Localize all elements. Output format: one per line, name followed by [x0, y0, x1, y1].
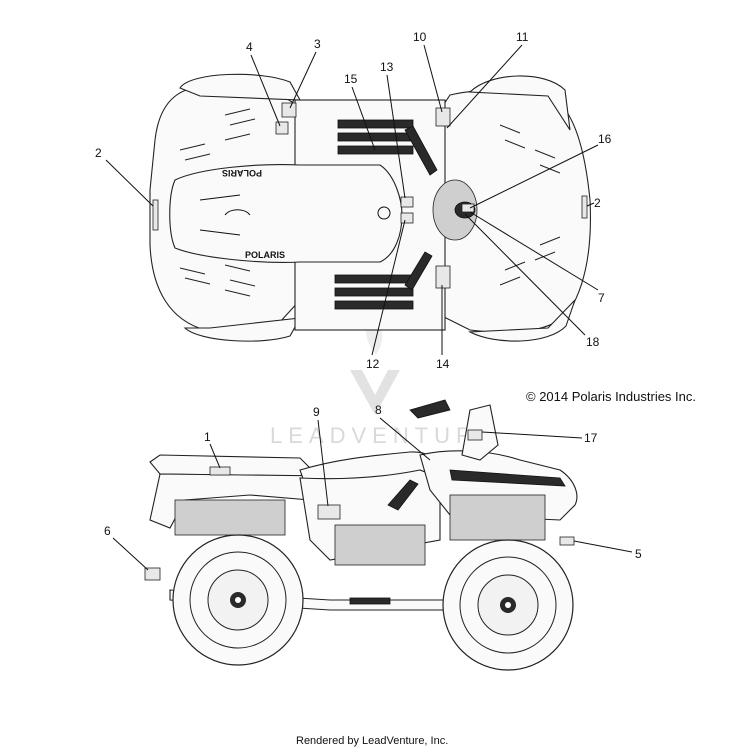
decal-9 — [317, 504, 341, 520]
seat-latch — [377, 206, 391, 220]
front-suspension — [449, 494, 546, 541]
top-leader-lines — [105, 44, 599, 356]
top-callouts: 2 2 3 4 10 11 15 13 16 7 18 12 14 — [95, 30, 612, 371]
callout-2-right: 2 — [594, 196, 601, 210]
callout-11: 11 — [516, 30, 529, 44]
front-rack — [449, 469, 566, 487]
rear-frame — [174, 499, 286, 536]
side-leader-lines — [112, 417, 633, 571]
leadventure-watermark: LEADVENTURE — [270, 310, 499, 448]
brand-text-bottom: POLARIS — [245, 250, 285, 260]
front-wheel — [442, 539, 574, 671]
callout-1: 1 — [204, 430, 211, 444]
rear-tire-bottom-left — [183, 317, 301, 342]
decal-4 — [275, 121, 289, 135]
decal-17 — [467, 429, 483, 441]
callout-6: 6 — [104, 524, 111, 538]
seat-outline — [199, 194, 251, 236]
callout-5: 5 — [635, 547, 642, 561]
left-floorboard-top — [337, 119, 414, 155]
callout-13: 13 — [380, 60, 394, 74]
decal-2-right — [581, 195, 588, 219]
decal-12 — [400, 212, 414, 224]
callout-15: 15 — [344, 72, 358, 86]
callout-18: 18 — [586, 335, 600, 349]
front-fender-vents — [499, 124, 561, 286]
callout-10: 10 — [413, 30, 427, 44]
decal-10 — [435, 107, 451, 127]
decal-6 — [144, 567, 161, 581]
callout-17: 17 — [584, 431, 598, 445]
callout-3: 3 — [314, 37, 321, 51]
handlebar-bottom — [404, 251, 433, 291]
side-callouts: 1 9 8 17 6 5 — [104, 403, 642, 561]
decal-1 — [209, 466, 231, 476]
decal-2-left — [152, 199, 159, 231]
callout-7: 7 — [598, 291, 605, 305]
seat-top — [169, 164, 403, 263]
side-vent — [387, 479, 419, 511]
engine-block — [334, 524, 426, 566]
brand-text-top: POLARIS — [222, 168, 262, 178]
watermark-text: LEADVENTURE — [270, 423, 499, 448]
callout-9: 9 — [313, 405, 320, 419]
handlebar-top — [404, 125, 438, 176]
callout-14: 14 — [436, 357, 450, 371]
callout-16: 16 — [598, 132, 612, 146]
handlebar-side — [409, 399, 451, 419]
decal-3 — [281, 102, 297, 118]
callout-8: 8 — [375, 403, 382, 417]
decal-5 — [559, 536, 575, 546]
footer-credit: Rendered by LeadVenture, Inc. — [296, 735, 448, 747]
callout-2-left: 2 — [95, 146, 102, 160]
decal-13 — [400, 196, 414, 208]
decal-16 — [461, 203, 475, 213]
right-floorboard-bottom — [334, 274, 414, 310]
callout-4: 4 — [246, 40, 253, 54]
callout-12: 12 — [366, 357, 380, 371]
copyright-text: © 2014 Polaris Industries Inc. — [526, 389, 696, 404]
footrest — [349, 597, 391, 605]
front-tire-bottom-right — [467, 299, 576, 342]
decal-14 — [435, 265, 451, 289]
rear-fender-vents — [179, 108, 256, 297]
rear-tire-top-left — [179, 73, 301, 101]
atv-side-view — [144, 399, 578, 671]
front-tire-top-right — [468, 75, 571, 131]
watermark-logo-icon — [350, 370, 400, 415]
atv-top-view: POLARIS POLARIS — [149, 73, 591, 342]
rear-wheel — [172, 534, 304, 666]
